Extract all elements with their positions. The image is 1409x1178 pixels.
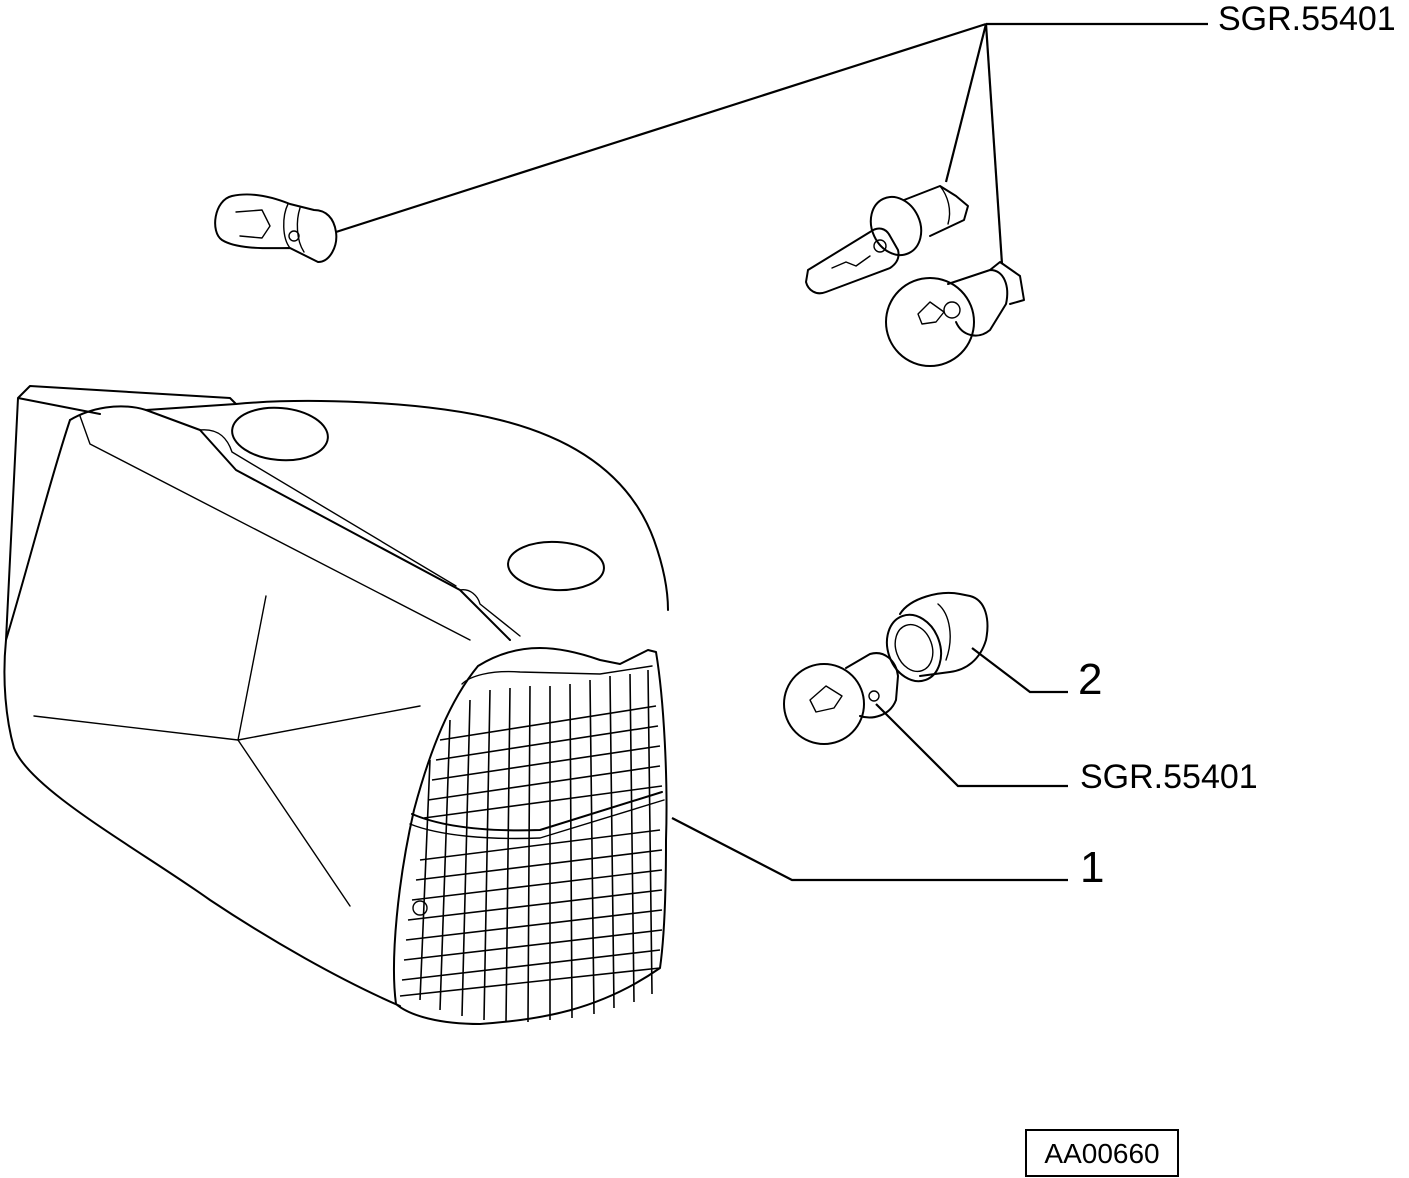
drawing-code-box: AA00660 (1025, 1129, 1179, 1177)
callout-part-1: 1 (1080, 843, 1104, 892)
callout-top-reference: SGR.55401 (1218, 0, 1396, 38)
round-bulb-middle (783, 652, 899, 745)
drawing-code: AA00660 (1044, 1138, 1159, 1169)
lamp-lens (393, 647, 668, 1025)
bulb-socket-part-2 (885, 592, 989, 683)
callout-middle-reference: SGR.55401 (1080, 758, 1258, 796)
leader-lines (335, 22, 1208, 882)
long-bulb-top-right (805, 185, 969, 295)
lens-grid (399, 669, 663, 1023)
callout-part-2: 2 (1078, 655, 1102, 704)
lamp-housing (3, 385, 669, 1007)
round-bulb-top-right (885, 261, 1025, 367)
wedge-bulb-top-left (214, 193, 338, 263)
